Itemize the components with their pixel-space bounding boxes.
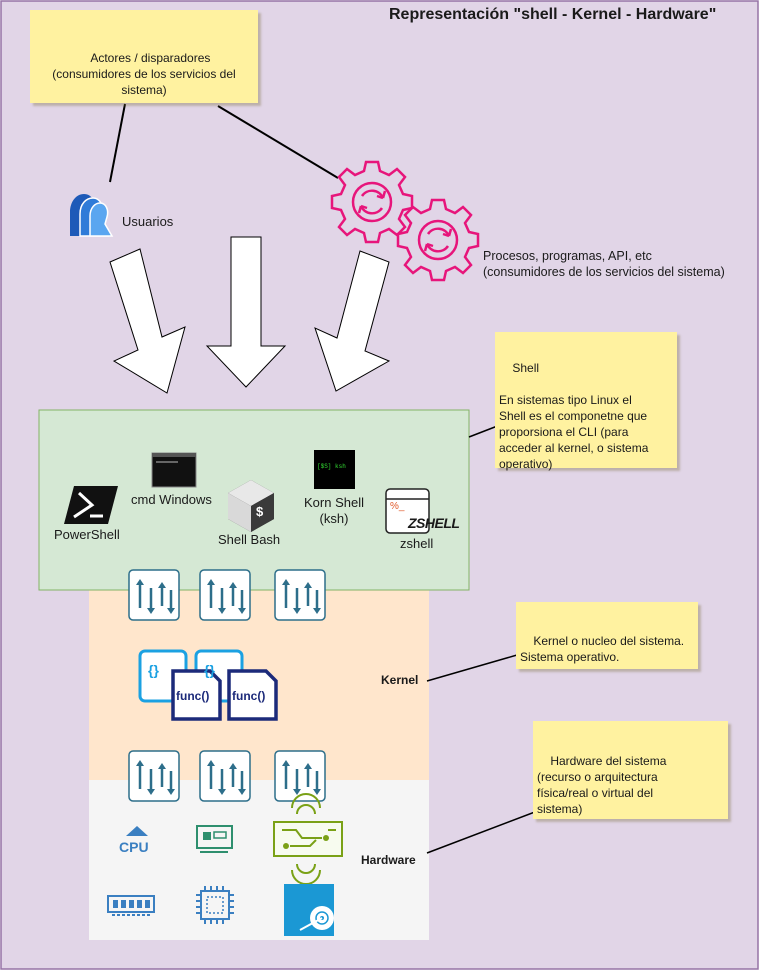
zsh-icon (385, 488, 430, 534)
connector-hardware-note (426, 806, 549, 854)
label-cmd-windows: cmd Windows (131, 492, 212, 507)
connector-actors-users (109, 103, 126, 183)
label-zshell: zshell (400, 536, 434, 551)
memory-icon (107, 895, 155, 916)
brace-label-2: {} (204, 662, 215, 678)
label-kernel: Kernel (381, 673, 419, 687)
users-icon (70, 194, 114, 237)
note-shell-text: Shell En sistemas tipo Linux el Shell es… (499, 361, 649, 471)
label-users: Usuarios (122, 214, 174, 229)
label-shell-bash: Shell Bash (218, 532, 281, 547)
connector-kernel-note (426, 654, 518, 682)
io-arrows-icon (199, 750, 251, 802)
cpu-icon (126, 826, 148, 836)
powershell-icon (64, 486, 118, 524)
terminal-icon (151, 452, 197, 488)
down-arrow-center (205, 236, 287, 388)
circuit-board-icon (273, 793, 343, 885)
note-actors: Actores / disparadores (consumidores de … (30, 10, 258, 103)
io-arrows-icon (274, 569, 326, 621)
note-actors-text: Actores / disparadores (consumidores de … (52, 51, 236, 97)
brace-label-1: {} (148, 662, 159, 678)
label-hardware: Hardware (361, 853, 416, 867)
gear-icon (330, 160, 414, 244)
bash-symbol-text: $ (256, 504, 264, 519)
diagram-title: Representación "shell - Kernel - Hardwar… (389, 6, 717, 23)
io-arrows-icon (128, 569, 180, 621)
zshell-prompt-text: %_ (390, 501, 405, 512)
label-processes: Procesos, programas, API, etc (consumido… (483, 249, 725, 279)
note-kernel-text: Kernel o nucleo del sistema. Sistema ope… (520, 634, 685, 664)
bash-icon (228, 480, 274, 532)
label-powershell: PowerShell (54, 527, 120, 542)
io-arrows-icon (128, 750, 180, 802)
disk-icon (284, 884, 334, 936)
ksh-icon (314, 450, 355, 489)
zshell-logo-text: ZSHELL (408, 515, 460, 531)
label-korn-shell: Korn Shell (ksh) (304, 495, 364, 526)
down-arrow-left (109, 248, 186, 394)
note-shell: Shell En sistemas tipo Linux el Shell es… (495, 332, 677, 471)
connector-actors-processes (217, 105, 339, 179)
connector-shell-note (468, 424, 501, 438)
network-card-icon (196, 825, 233, 853)
func-label-2: func() (232, 689, 266, 703)
func-label-1: func() (176, 689, 210, 703)
hardware-area (89, 780, 429, 940)
ksh-screen-text: [$S] ksh (317, 463, 346, 470)
note-hardware: Hardware del sistema (recurso o arquitec… (533, 721, 728, 819)
chip-icon (196, 886, 234, 924)
gear-icon (396, 198, 480, 282)
function-icon (138, 649, 278, 721)
note-kernel: Kernel o nucleo del sistema. Sistema ope… (516, 602, 698, 669)
cpu-label: CPU (119, 839, 149, 855)
down-arrow-right (314, 250, 391, 392)
io-arrows-icon (199, 569, 251, 621)
io-arrows-icon (274, 750, 326, 802)
note-hardware-text: Hardware del sistema (recurso o arquitec… (537, 754, 667, 816)
